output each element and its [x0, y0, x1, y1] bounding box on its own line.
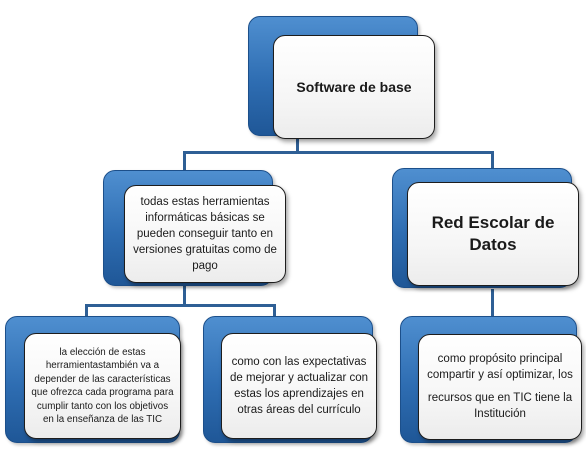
level1-left-node: todas estas herramientas informáticas bá… — [124, 185, 286, 283]
connector-left-branch — [183, 151, 186, 171]
connector-level1-horizontal — [183, 151, 494, 154]
root-node-label: Software de base — [296, 79, 412, 95]
level2-node3-label-line2: recursos que en TIC tiene la Institución — [427, 392, 573, 420]
root-node: Software de base — [273, 35, 435, 139]
level2-node2-label: como con las expectativas de mejorar y a… — [229, 356, 369, 416]
connector-right-down — [491, 289, 494, 319]
connector-level2-left-a — [85, 304, 88, 318]
connector-level2-left-b — [273, 304, 276, 318]
level2-node1: la elección de estas herramientastambién… — [24, 333, 181, 439]
connector-right-branch — [491, 151, 494, 171]
level2-node2: como con las expectativas de mejorar y a… — [221, 333, 377, 439]
connector-root-down — [296, 137, 299, 153]
level1-right-label: Red Escolar de Datos — [431, 213, 555, 254]
level1-left-label: todas estas herramientas informáticas bá… — [133, 196, 277, 272]
level2-node1-label: la elección de estas herramientastambién… — [31, 346, 174, 426]
level2-node3: como propósito principal compartir y así… — [418, 334, 582, 440]
level2-node3-label-line1: como propósito principal compartir y así… — [427, 353, 573, 381]
connector-left-down — [183, 286, 186, 306]
connector-level2-left-horizontal — [85, 304, 276, 307]
level1-right-node: Red Escolar de Datos — [407, 182, 579, 286]
